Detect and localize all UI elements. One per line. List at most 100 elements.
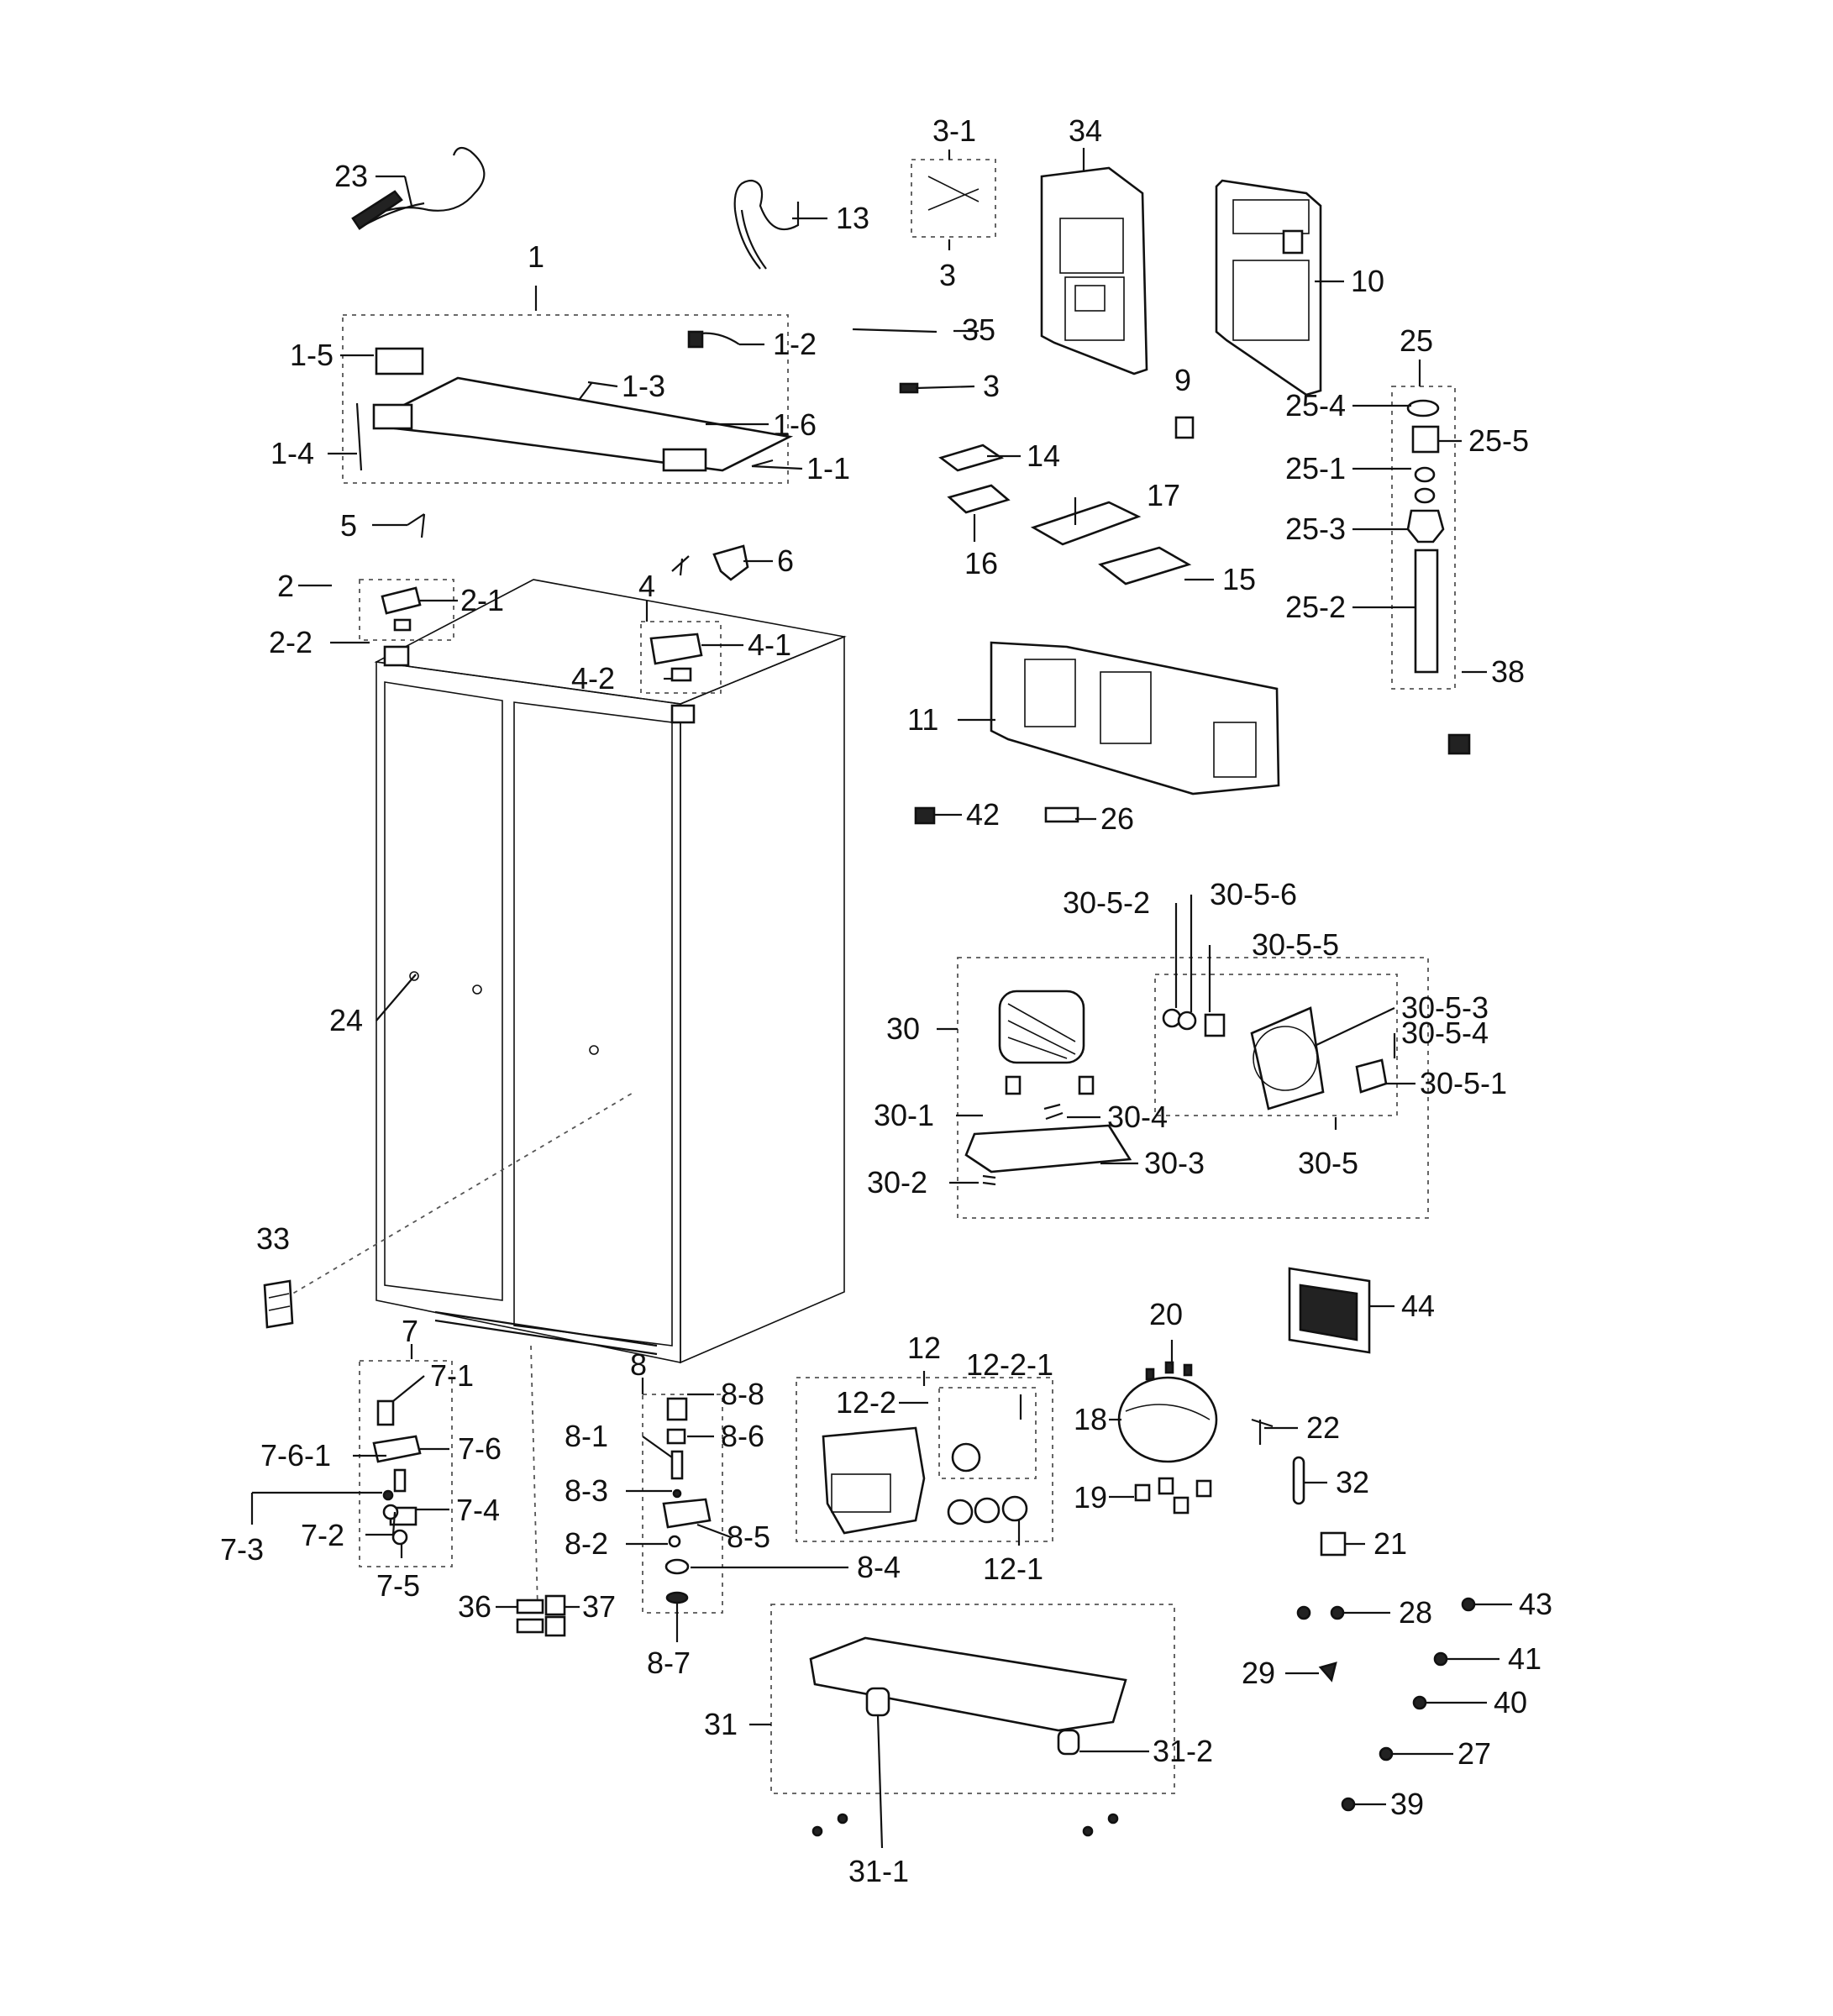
small-parts-upper (852, 176, 1195, 585)
label-7-5: 7-5 (376, 1568, 420, 1603)
label-3-top: 3 (939, 258, 956, 292)
label-28: 28 (1399, 1595, 1432, 1630)
label-7-3: 7-3 (220, 1532, 264, 1567)
label-20: 20 (1149, 1297, 1183, 1331)
label-30-5-6: 30-5-6 (1210, 877, 1297, 911)
label-25-5: 25-5 (1468, 423, 1529, 458)
top-cover (355, 330, 794, 472)
label-7-2: 7-2 (301, 1518, 344, 1552)
label-12-1: 12-1 (983, 1551, 1043, 1586)
label-8-1: 8-1 (565, 1419, 608, 1453)
assembly-25 (1406, 399, 1471, 755)
assembly-12 (822, 1426, 1028, 1535)
label-8-6: 8-6 (721, 1419, 764, 1453)
label-8-2: 8-2 (565, 1526, 608, 1561)
label-30-2: 30-2 (867, 1165, 927, 1200)
label-7-6-1: 7-6-1 (260, 1438, 331, 1473)
label-15: 15 (1222, 562, 1256, 596)
label-21: 21 (1373, 1526, 1407, 1561)
label-31: 31 (704, 1707, 738, 1741)
label-31-2: 31-2 (1153, 1734, 1213, 1768)
label-25-4: 25-4 (1285, 388, 1346, 423)
label-22: 22 (1306, 1410, 1340, 1445)
label-10: 10 (1351, 264, 1384, 298)
label-40: 40 (1494, 1685, 1527, 1719)
small-parts-right (1296, 1597, 1476, 1812)
label-39: 39 (1390, 1787, 1424, 1821)
label-1-4: 1-4 (270, 436, 314, 470)
label-3-1: 3-1 (932, 113, 976, 148)
label-16: 16 (964, 546, 998, 580)
label-25-1: 25-1 (1285, 451, 1346, 486)
part-labels: 23 13 3-1 3 34 10 1 1-2 35 1-5 1-3 3 9 2… (220, 113, 1552, 1888)
label-30-5-5: 30-5-5 (1252, 927, 1339, 962)
label-25-3: 25-3 (1285, 512, 1346, 546)
label-12-2-1: 12-2-1 (966, 1347, 1053, 1382)
label-4-1: 4-1 (748, 627, 791, 662)
panel-10 (1215, 179, 1322, 396)
label-1-6: 1-6 (773, 407, 817, 442)
panel-34 (1040, 166, 1148, 375)
label-33: 33 (256, 1221, 290, 1256)
label-43: 43 (1519, 1587, 1552, 1621)
label-2: 2 (277, 569, 294, 603)
label-7: 7 (402, 1314, 418, 1348)
label-7-1: 7-1 (430, 1358, 474, 1393)
group-boxes (342, 159, 1456, 1794)
label-37: 37 (582, 1589, 616, 1624)
label-13: 13 (836, 201, 869, 235)
assembly-30 (964, 990, 1388, 1186)
label-30-5-4: 30-5-4 (1401, 1016, 1489, 1050)
hinges-upper (381, 513, 749, 682)
label-8-5: 8-5 (727, 1520, 770, 1554)
label-6: 6 (777, 543, 794, 578)
label-30-3: 30-3 (1144, 1146, 1205, 1180)
label-27: 27 (1457, 1736, 1491, 1771)
label-4: 4 (638, 569, 655, 603)
panel-11 (914, 641, 1280, 825)
label-18: 18 (1074, 1402, 1107, 1436)
label-8-8: 8-8 (721, 1377, 764, 1411)
label-41: 41 (1508, 1641, 1542, 1676)
power-cord (351, 146, 486, 230)
label-44: 44 (1401, 1289, 1435, 1323)
label-1-5: 1-5 (290, 338, 334, 372)
label-2-1: 2-1 (460, 583, 504, 617)
label-14: 14 (1027, 438, 1060, 473)
label-2-2: 2-2 (269, 625, 313, 659)
label-30: 30 (886, 1011, 920, 1046)
compressor (1117, 1361, 1347, 1557)
grilles (263, 1267, 1371, 1354)
label-25: 25 (1400, 323, 1433, 358)
label-8-4: 8-4 (857, 1550, 901, 1584)
label-7-6: 7-6 (458, 1431, 502, 1466)
label-24: 24 (329, 1003, 363, 1037)
base-plate (809, 1636, 1127, 1837)
label-8-3: 8-3 (565, 1473, 608, 1508)
label-34: 34 (1069, 113, 1102, 148)
label-4-2: 4-2 (571, 661, 615, 696)
leader-lines (250, 148, 1512, 1849)
label-29: 29 (1242, 1656, 1275, 1690)
label-12-2: 12-2 (836, 1385, 896, 1420)
label-1-2: 1-2 (773, 327, 817, 361)
label-30-5-3: 30-5-3 (1401, 990, 1489, 1025)
label-5: 5 (340, 508, 357, 543)
label-25-2: 25-2 (1285, 590, 1346, 624)
cabinet (285, 579, 847, 1609)
label-30-5: 30-5 (1298, 1146, 1358, 1180)
label-26: 26 (1100, 801, 1134, 836)
label-8: 8 (630, 1347, 647, 1382)
label-12: 12 (907, 1331, 941, 1365)
label-11: 11 (907, 702, 938, 737)
label-1: 1 (528, 239, 544, 274)
label-1-3: 1-3 (622, 369, 665, 403)
hinges-lower (372, 1397, 712, 1637)
label-23: 23 (334, 159, 368, 193)
label-19: 19 (1074, 1480, 1107, 1515)
label-3-mid: 3 (983, 369, 1000, 403)
label-38: 38 (1491, 654, 1525, 689)
label-8-7: 8-7 (647, 1646, 691, 1680)
label-31-1: 31-1 (848, 1854, 909, 1888)
